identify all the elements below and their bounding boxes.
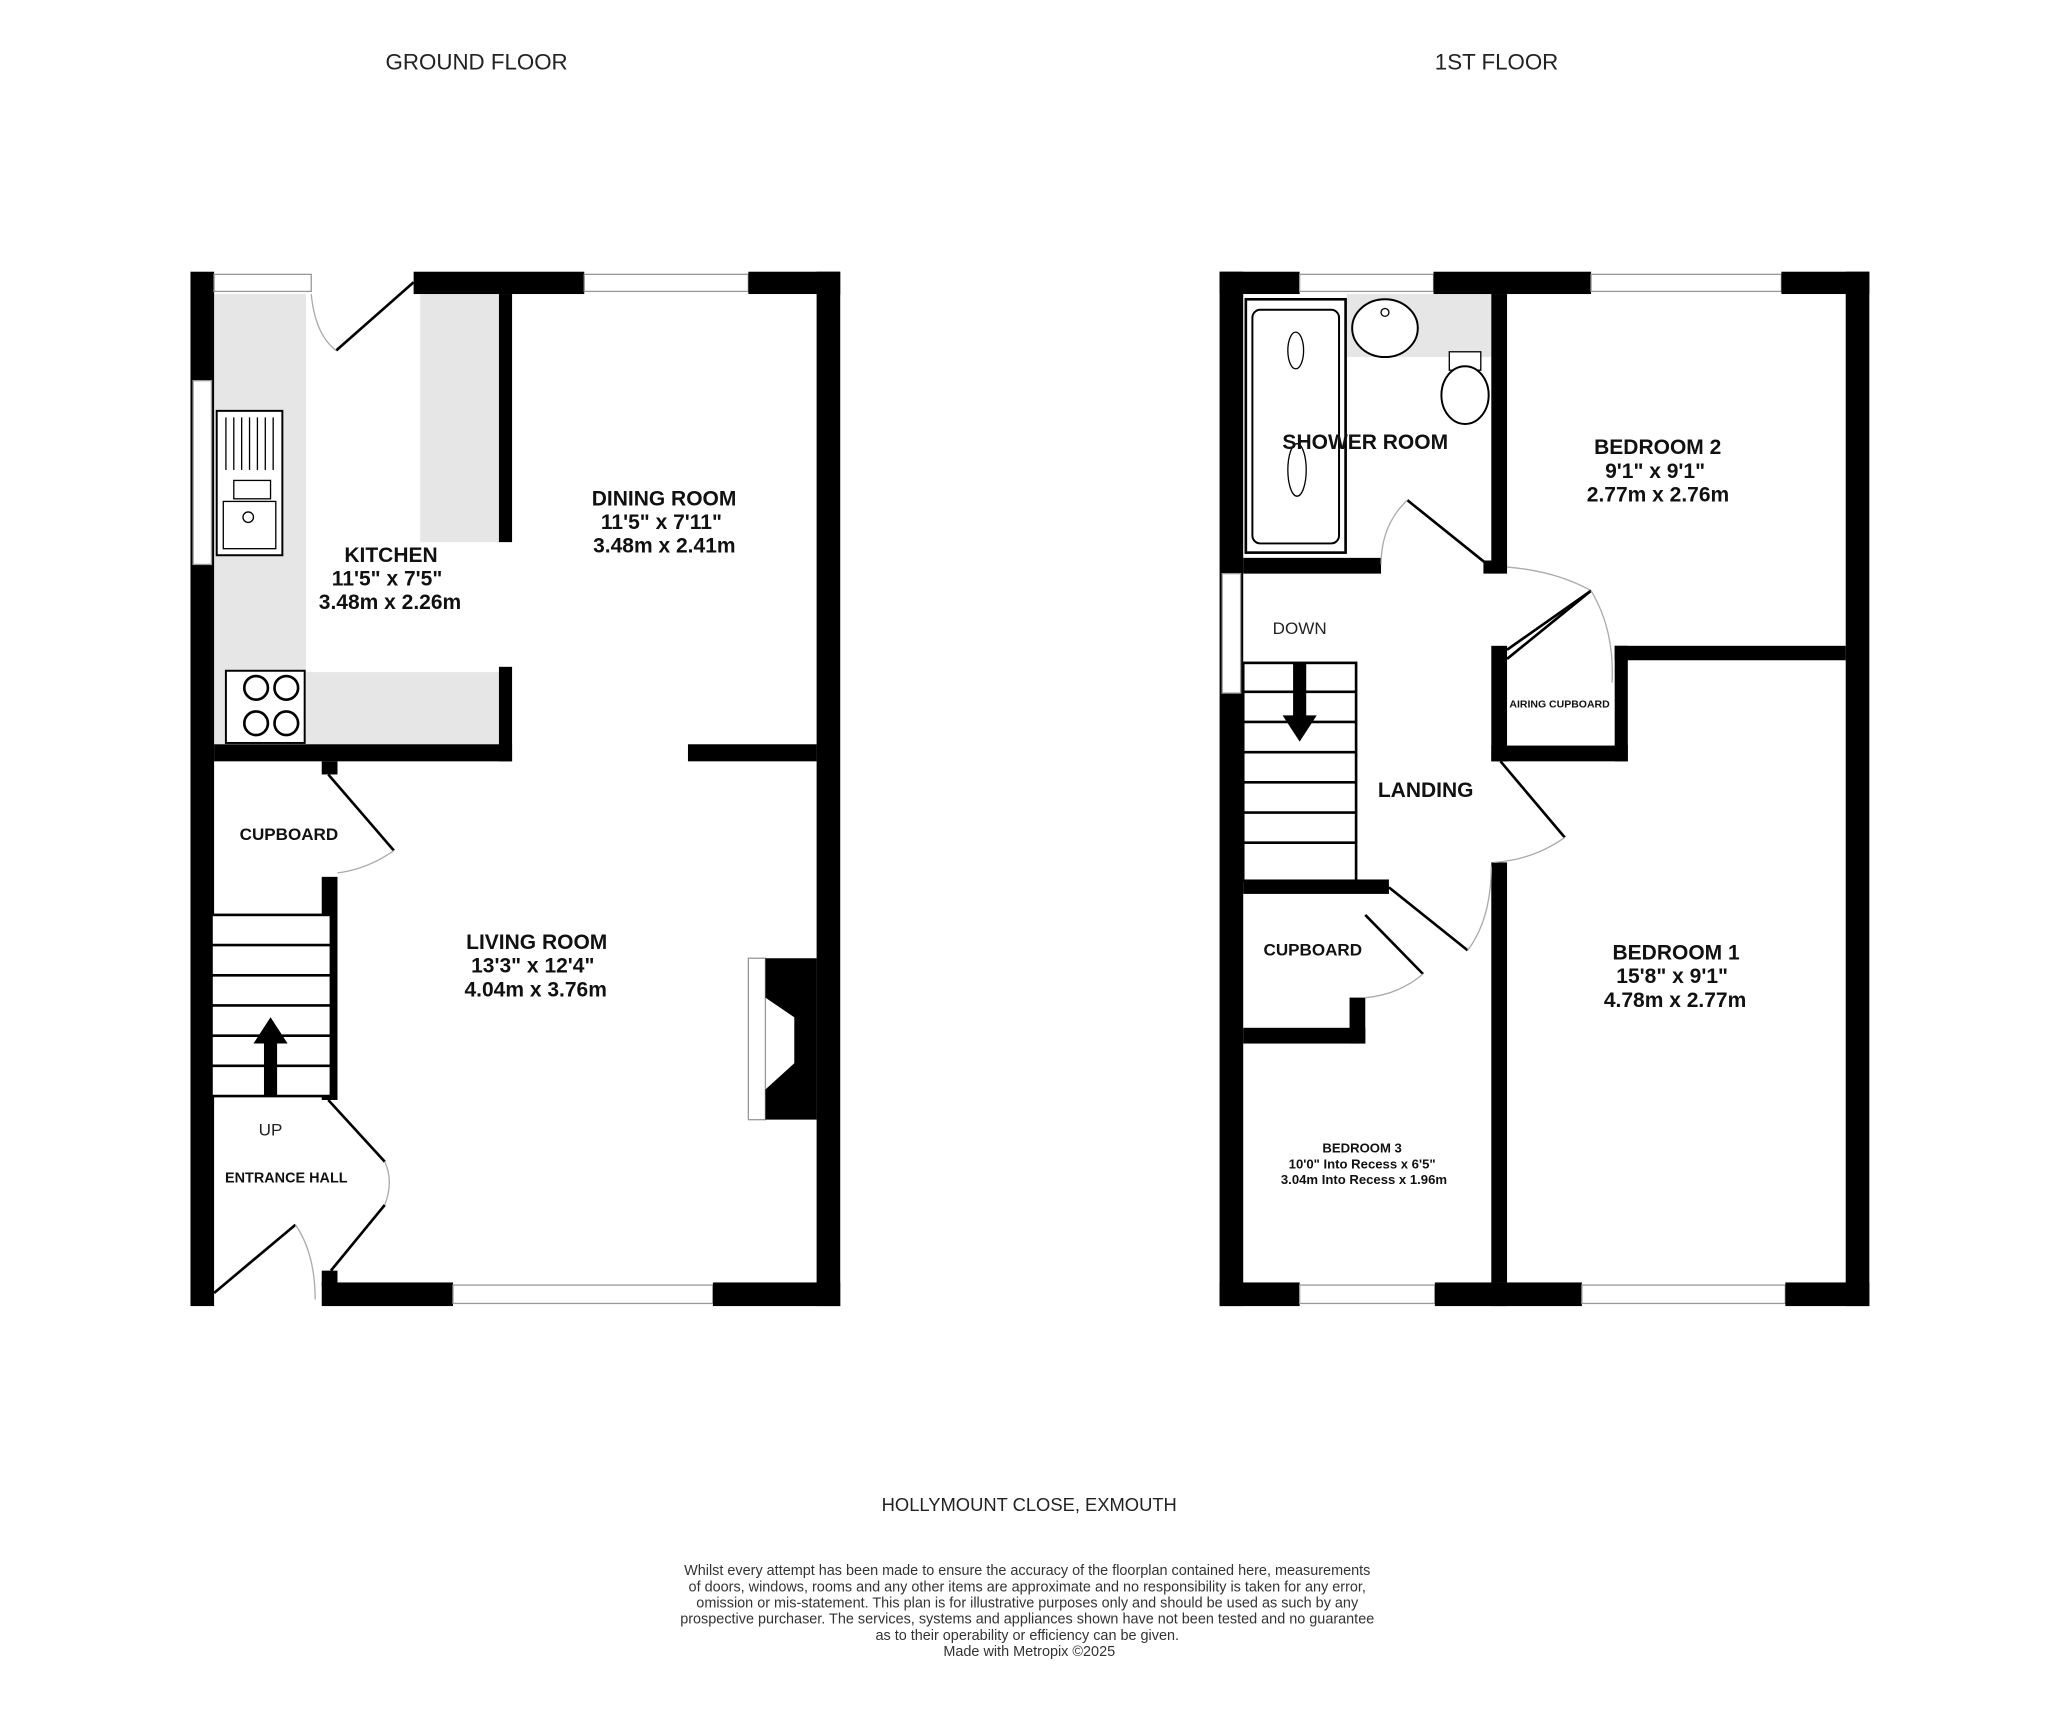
down-label: DOWN xyxy=(1273,619,1327,638)
door-swing xyxy=(1467,866,1492,951)
wall xyxy=(1434,1282,1582,1307)
wall xyxy=(687,744,817,762)
ground-floor-plan: KITCHEN 11'5" x 7'5" 3.48m x 2.26m DININ… xyxy=(190,271,841,1307)
wall xyxy=(1349,997,1366,1044)
kitchen-counter xyxy=(420,294,499,543)
wall xyxy=(712,1282,841,1307)
landing-label: LANDING xyxy=(1378,779,1474,802)
door-swing xyxy=(294,1224,316,1300)
window xyxy=(1298,273,1435,293)
wall xyxy=(498,666,513,762)
airing-cupboard-label: AIRING CUPBOARD xyxy=(1509,699,1610,711)
kitchen-label: KITCHEN 11'5" x 7'5" 3.48m x 2.26m xyxy=(319,544,461,614)
wall xyxy=(1243,1027,1366,1044)
back-door xyxy=(335,281,415,352)
wall xyxy=(1491,645,1508,762)
disclaimer: Whilst every attempt has been made to en… xyxy=(680,1563,1378,1660)
hob xyxy=(224,669,306,744)
door-swing xyxy=(1590,590,1613,683)
wall xyxy=(1483,560,1508,574)
window xyxy=(1581,1284,1786,1305)
ground-floor-heading: GROUND FLOOR xyxy=(386,50,568,75)
door-swing xyxy=(310,293,337,352)
wall xyxy=(1785,1282,1870,1307)
wall xyxy=(498,294,513,543)
living-room-label: LIVING ROOM 13'3" x 12'4" 4.04m x 3.76m xyxy=(464,931,613,1001)
wall xyxy=(816,271,841,1307)
washbasin xyxy=(1351,298,1419,359)
down-arrow-icon xyxy=(1282,662,1317,742)
cupboard-label: CUPBOARD xyxy=(240,825,338,844)
airing-cupboard-door xyxy=(1506,589,1592,660)
wall xyxy=(1219,271,1300,295)
wall xyxy=(1614,645,1628,762)
wall xyxy=(1491,862,1508,1283)
shower-room-door xyxy=(1406,499,1489,566)
bedroom-3-label: BEDROOM 3 10'0" Into Recess x 6'5" 3.04m… xyxy=(1281,1140,1447,1187)
wall xyxy=(1491,745,1628,762)
wall xyxy=(1614,645,1846,661)
shower xyxy=(1244,297,1347,554)
toilet xyxy=(1440,351,1490,425)
wall xyxy=(1243,557,1382,574)
first-floor-plan: SHOWER ROOM BEDROOM 2 9'1" x 9'1" 2.77m … xyxy=(1219,271,1870,1307)
door-swing xyxy=(1493,836,1566,864)
wall xyxy=(1243,879,1389,894)
staircase xyxy=(1241,661,1358,883)
wall xyxy=(1491,1282,1508,1307)
window xyxy=(1221,572,1242,694)
door-swing xyxy=(337,850,395,874)
wall xyxy=(1219,271,1244,1307)
bedroom-2-label: BEDROOM 2 9'1" x 9'1" 2.77m x 2.76m xyxy=(1587,436,1729,506)
wall xyxy=(321,1270,338,1287)
door-swing xyxy=(1380,499,1408,565)
wall xyxy=(1433,271,1592,295)
bedroom-3-door xyxy=(1388,886,1469,952)
staircase xyxy=(210,913,333,1098)
bedroom-1-door xyxy=(1499,760,1566,839)
up-label: UP xyxy=(259,1120,283,1139)
fireplace xyxy=(747,957,817,1121)
shower-room-label: SHOWER ROOM xyxy=(1282,431,1448,454)
window xyxy=(213,273,312,293)
wall xyxy=(1219,1282,1300,1307)
cupboard-door xyxy=(327,773,395,852)
bedroom-1-label: BEDROOM 1 15'8" x 9'1" 4.78m x 2.77m xyxy=(1604,942,1746,1012)
entrance-hall-label: ENTRANCE HALL xyxy=(225,1171,348,1187)
wall xyxy=(1781,271,1870,295)
wall xyxy=(748,271,841,295)
wall xyxy=(1491,294,1508,568)
window xyxy=(1298,1284,1436,1305)
window xyxy=(192,380,213,566)
wall xyxy=(321,1282,454,1307)
sink xyxy=(215,409,284,557)
kitchen-counter xyxy=(305,672,499,745)
first-floor-heading: 1ST FLOOR xyxy=(1435,50,1559,75)
door-swing xyxy=(1365,973,1424,999)
up-arrow-icon xyxy=(253,1017,288,1097)
door-swing xyxy=(384,1161,390,1206)
wall xyxy=(321,761,338,775)
dining-room-label: DINING ROOM 11'5" x 7'11" 3.48m x 2.41m xyxy=(592,487,743,557)
wall xyxy=(214,744,513,762)
hall-door xyxy=(329,1204,386,1272)
door-swing xyxy=(1506,566,1592,592)
window xyxy=(452,1284,714,1305)
hall-door xyxy=(327,1099,386,1163)
window xyxy=(583,273,750,293)
wall xyxy=(1845,271,1870,1307)
wall xyxy=(413,271,585,295)
address: HOLLYMOUNT CLOSE, EXMOUTH xyxy=(882,1494,1177,1515)
window xyxy=(1590,273,1783,293)
front-door xyxy=(213,1223,297,1294)
cupboard-label: CUPBOARD xyxy=(1264,941,1363,960)
cupboard-door xyxy=(1364,913,1424,975)
